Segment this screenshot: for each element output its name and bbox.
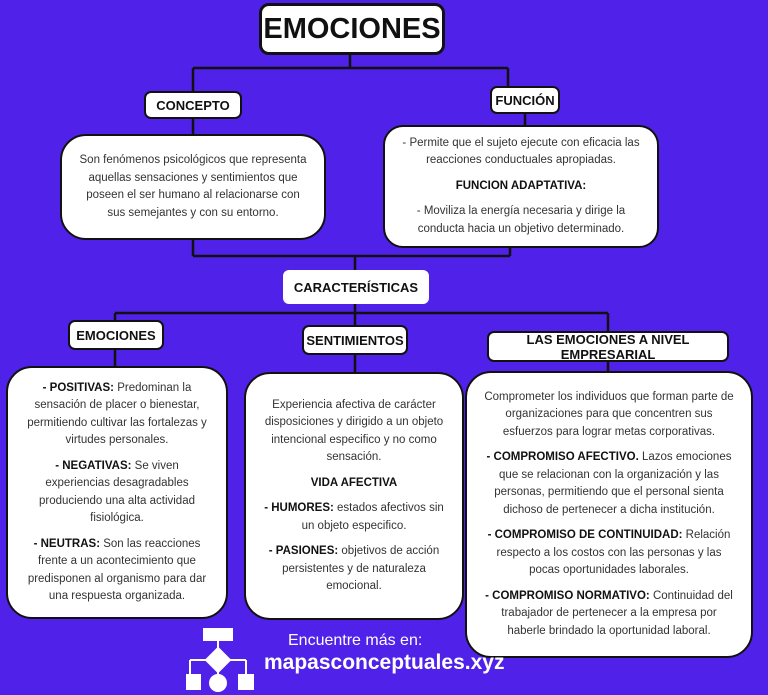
caracteristicas-label-text: CARACTERÍSTICAS (293, 279, 419, 295)
emociones-term: - NEUTRAS: (33, 537, 101, 550)
caracteristicas-label: CARACTERÍSTICAS (283, 270, 429, 304)
emociones-term: - POSITIVAS: (42, 381, 114, 394)
emociones-term: - NEGATIVAS: (55, 459, 132, 472)
concepto-label: CONCEPTO (144, 91, 242, 119)
emociones-label-text: EMOCIONES (76, 327, 156, 343)
empresarial-desc: Lazos emociones que se relacionan con la… (494, 451, 732, 516)
emociones-item-neutras: - NEUTRAS: Son las reacciones frente a u… (24, 536, 210, 606)
empresarial-desc: Continuidad del trabajador de pertenecer… (501, 589, 733, 637)
sentimientos-item-humores: - HUMORES: estados afectivos sin un obje… (262, 500, 446, 535)
flowchart-logo-icon (186, 628, 254, 692)
footer: Encuentre más en: mapasconceptuales.xyz (264, 631, 504, 675)
funcion-label: FUNCIÓN (490, 86, 560, 114)
sentimientos-term: - PASIONES: (268, 545, 339, 557)
sentimientos-item-pasiones: - PASIONES: objetivos de acción persiste… (262, 543, 446, 596)
emociones-item-negativas: - NEGATIVAS: Se viven experiencias desag… (24, 458, 210, 528)
empresarial-term: - COMPROMISO DE CONTINUIDAD: (487, 529, 683, 542)
funcion-text-1: - Permite que el sujeto ejecute con efic… (402, 136, 640, 167)
emociones-desc: Se viven experiencias desagradables prod… (38, 459, 195, 525)
main-title: EMOCIONES (259, 3, 445, 55)
concepto-text: Son fenómenos psicológicos que represent… (79, 154, 307, 219)
concepto-box: Son fenómenos psicológicos que represent… (60, 134, 326, 240)
sentimientos-term: - HUMORES: (264, 502, 334, 514)
sentimientos-subtitle: VIDA AFECTIVA (310, 476, 398, 489)
emociones-label: EMOCIONES (68, 320, 164, 350)
concepto-label-text: CONCEPTO (156, 97, 230, 113)
empresarial-intro: Comprometer los individuos que forman pa… (484, 390, 734, 438)
funcion-subtitle: FUNCION ADAPTATIVA: (455, 179, 587, 192)
sentimientos-desc: estados afectivos sin un objeto especifi… (301, 502, 444, 532)
funcion-box: - Permite que el sujeto ejecute con efic… (383, 125, 659, 248)
empresarial-term: - COMPROMISO AFECTIVO. (486, 451, 639, 464)
sentimientos-label: SENTIMIENTOS (302, 325, 408, 355)
empresarial-label: LAS EMOCIONES A NIVEL EMPRESARIAL (487, 331, 729, 362)
empresarial-item-afectivo: - COMPROMISO AFECTIVO. Lazos emociones q… (483, 449, 735, 519)
empresarial-item-continuidad: - COMPROMISO DE CONTINUIDAD: Relación re… (483, 527, 735, 580)
sentimientos-desc: objetivos de acción persistentes y de na… (282, 545, 440, 592)
footer-website[interactable]: mapasconceptuales.xyz (264, 651, 505, 674)
empresarial-item-normativo: - COMPROMISO NORMATIVO: Continuidad del … (483, 588, 735, 641)
emociones-desc: Son las reacciones frente a un acontecim… (27, 537, 207, 603)
empresarial-term: - COMPROMISO NORMATIVO: (485, 589, 650, 602)
empresarial-box: Comprometer los individuos que forman pa… (465, 371, 753, 658)
sentimientos-box: Experiencia afectiva de carácter disposi… (244, 372, 464, 620)
funcion-text-2: - Moviliza la energía necesaria y dirige… (416, 205, 626, 235)
emociones-desc: Predominan la sensación de placer o bien… (27, 381, 207, 447)
emociones-box: - POSITIVAS: Predominan la sensación de … (6, 366, 228, 619)
footer-tagline: Encuentre más en: (288, 632, 423, 649)
empresarial-desc: Relación respecto a los costos con las p… (496, 529, 731, 577)
sentimientos-intro: Experiencia afectiva de carácter disposi… (264, 398, 444, 464)
main-title-text: EMOCIONES (263, 12, 441, 45)
empresarial-label-text: LAS EMOCIONES A NIVEL EMPRESARIAL (526, 331, 690, 362)
sentimientos-label-text: SENTIMIENTOS (306, 332, 404, 348)
funcion-label-text: FUNCIÓN (495, 92, 555, 108)
emociones-item-positivas: - POSITIVAS: Predominan la sensación de … (24, 380, 210, 450)
